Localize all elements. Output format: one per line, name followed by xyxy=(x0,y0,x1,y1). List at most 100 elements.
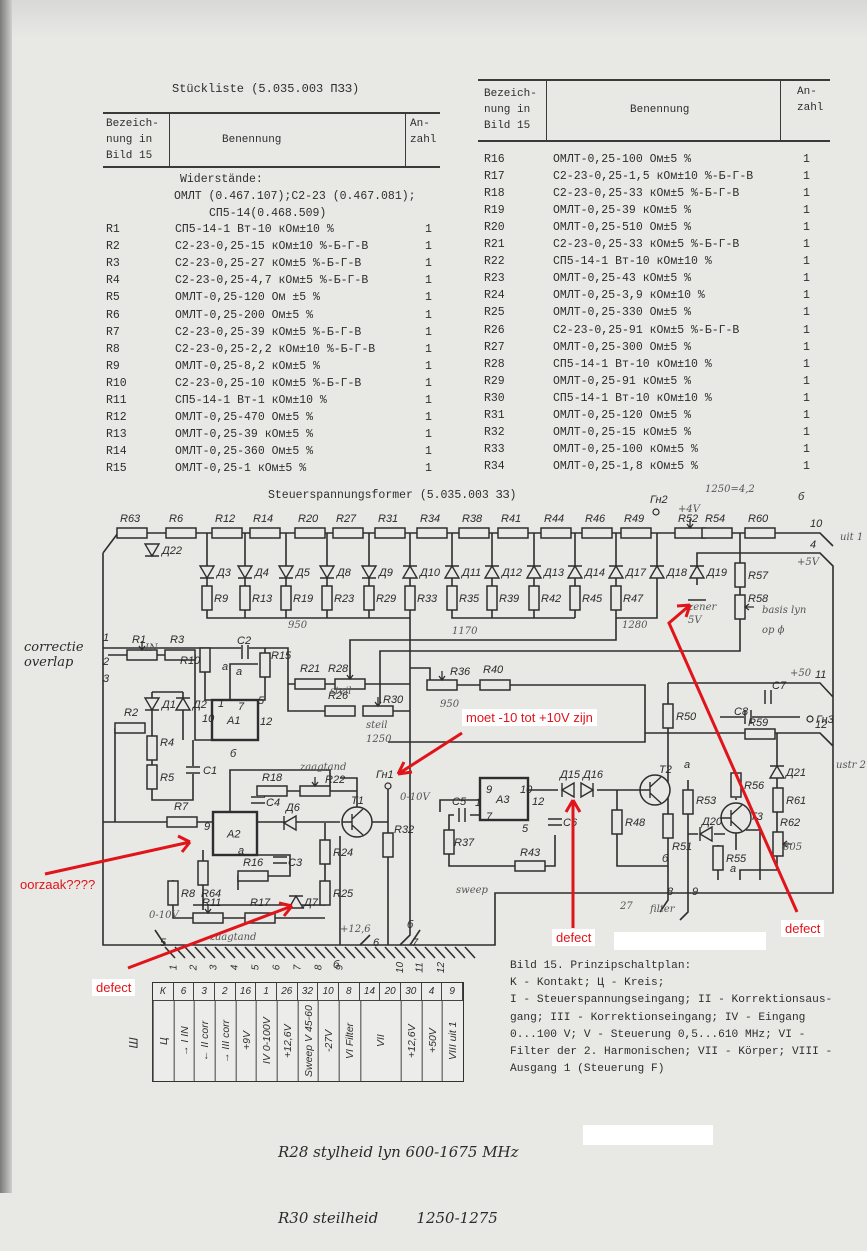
component-label: R52 xyxy=(678,513,698,525)
resistor-symbol xyxy=(528,585,540,611)
header-qty: An- zahl xyxy=(410,116,436,148)
component-label: Д12 xyxy=(500,567,522,579)
arrow-oorzaak xyxy=(44,834,192,876)
component-label: R59 xyxy=(748,717,768,729)
annotation-defect: defect xyxy=(552,929,596,946)
resistor-symbol xyxy=(259,652,271,678)
connector-function: VII xyxy=(359,1001,401,1081)
header-line: nung in xyxy=(106,134,153,146)
part-name: ОМЛТ-0,25-3,9 кОм±10 % xyxy=(553,289,705,303)
component-label: Д20 xyxy=(700,816,723,828)
component-label: 7 xyxy=(412,937,419,949)
component-label: 27 xyxy=(619,901,633,912)
connector-function: → I IN xyxy=(173,1001,195,1081)
wiper-arrow xyxy=(346,670,354,681)
part-qty: 1 xyxy=(425,325,432,339)
connector-function: VIII uit 1 xyxy=(442,1001,463,1081)
component-label: A1 xyxy=(226,715,240,727)
arrow-defect-d7 xyxy=(127,901,294,970)
component-label: sweep xyxy=(456,885,489,896)
part-id: R24 xyxy=(484,289,505,303)
part-id: R22 xyxy=(484,255,505,269)
component-label: R22 xyxy=(325,774,345,786)
component-label: R34 xyxy=(420,513,440,525)
component-label: R31 xyxy=(378,513,398,525)
connector-function: +12,6V xyxy=(400,1001,422,1081)
component-label: zener xyxy=(687,602,718,613)
component-label: R61 xyxy=(786,795,806,807)
ic-block xyxy=(210,698,260,742)
resistor-symbol xyxy=(569,585,581,611)
connector-contact: 32 xyxy=(297,983,319,1001)
connector-pin-number: 5 xyxy=(250,964,262,971)
component-label: C1 xyxy=(203,765,217,777)
part-qty: 1 xyxy=(803,357,810,371)
component-label: R10 xyxy=(180,655,201,667)
part-qty: 1 xyxy=(425,257,432,271)
connector-function: +9V xyxy=(235,1001,257,1081)
resistor-symbol xyxy=(443,829,455,855)
part-id: R32 xyxy=(484,425,505,439)
resistor-symbol xyxy=(712,845,724,871)
part-id: R30 xyxy=(484,391,505,405)
component-label: 3 xyxy=(103,673,110,685)
test-jack xyxy=(384,782,392,790)
resistor-symbol xyxy=(237,870,269,882)
component-label: 5 xyxy=(522,823,529,835)
part-id: R34 xyxy=(484,459,505,473)
component-label: R45 xyxy=(582,593,603,605)
divider xyxy=(478,79,830,81)
caption-line: 0...100 V; V - Steuerung 0,5...610 MHz; … xyxy=(510,1028,806,1041)
component-label: 9 xyxy=(486,784,492,796)
component-label: C3 xyxy=(288,857,303,869)
capacitor-gap xyxy=(241,646,249,658)
connector-contact: 2 xyxy=(214,983,236,1001)
component-label: R18 xyxy=(262,772,283,784)
resistor-symbol xyxy=(197,860,209,886)
capacitor-gap xyxy=(744,711,752,723)
component-label: R64 xyxy=(201,888,221,900)
part-name: ОМЛТ-0,25-100 Ом±5 % xyxy=(553,153,692,166)
component-label: +12,6 xyxy=(340,924,371,935)
capacitor-symbol xyxy=(744,710,752,724)
component-label: R17 xyxy=(250,897,271,909)
resistor-symbol xyxy=(416,527,448,539)
arrow-defect-d15 xyxy=(564,799,582,928)
connector-function: Sweep V 45-60 xyxy=(297,1001,319,1081)
component-label: R19 xyxy=(293,593,313,605)
component-label: zaagtand xyxy=(209,932,256,943)
component-label: R13 xyxy=(252,593,273,605)
annotation-defect: defect xyxy=(92,979,136,996)
capacitor-gap xyxy=(274,856,286,864)
diode-symbol xyxy=(143,697,161,712)
part-qty: 1 xyxy=(803,425,810,439)
resistor-symbol xyxy=(734,562,746,588)
part-name: ОМЛТ-0,25-8,2 кОм±5 % xyxy=(175,359,320,373)
component-label: R2 xyxy=(124,707,138,719)
part-id: R6 xyxy=(106,308,120,322)
part-qty: 1 xyxy=(803,153,810,166)
component-label: R14 xyxy=(253,513,273,525)
component-label: +4V xyxy=(678,504,702,515)
connector-contact: 8 xyxy=(338,983,360,1001)
connector-contact: 9 xyxy=(442,983,463,1001)
caption-line: Bild 15. Prinzipschaltplan: xyxy=(510,960,692,972)
component-label: Д22 xyxy=(160,545,182,557)
component-label: а xyxy=(222,661,228,673)
connector-pin-number: 2 xyxy=(188,964,200,971)
component-label: R9 xyxy=(214,593,228,605)
connector-contact: 14 xyxy=(359,983,381,1001)
diode-symbol xyxy=(525,564,543,579)
resistor-symbol xyxy=(249,527,281,539)
component-label: R8 xyxy=(181,888,196,900)
component-label: б xyxy=(798,491,805,503)
component-label: +5V xyxy=(797,557,821,568)
header-line: An- xyxy=(410,118,430,130)
annotation-oorzaak: oorzaak???? xyxy=(20,877,96,892)
component-label: 12 xyxy=(532,796,544,808)
resistor-symbol xyxy=(458,527,490,539)
component-label: Д1 xyxy=(160,699,176,711)
component-label: 5V xyxy=(688,615,703,626)
